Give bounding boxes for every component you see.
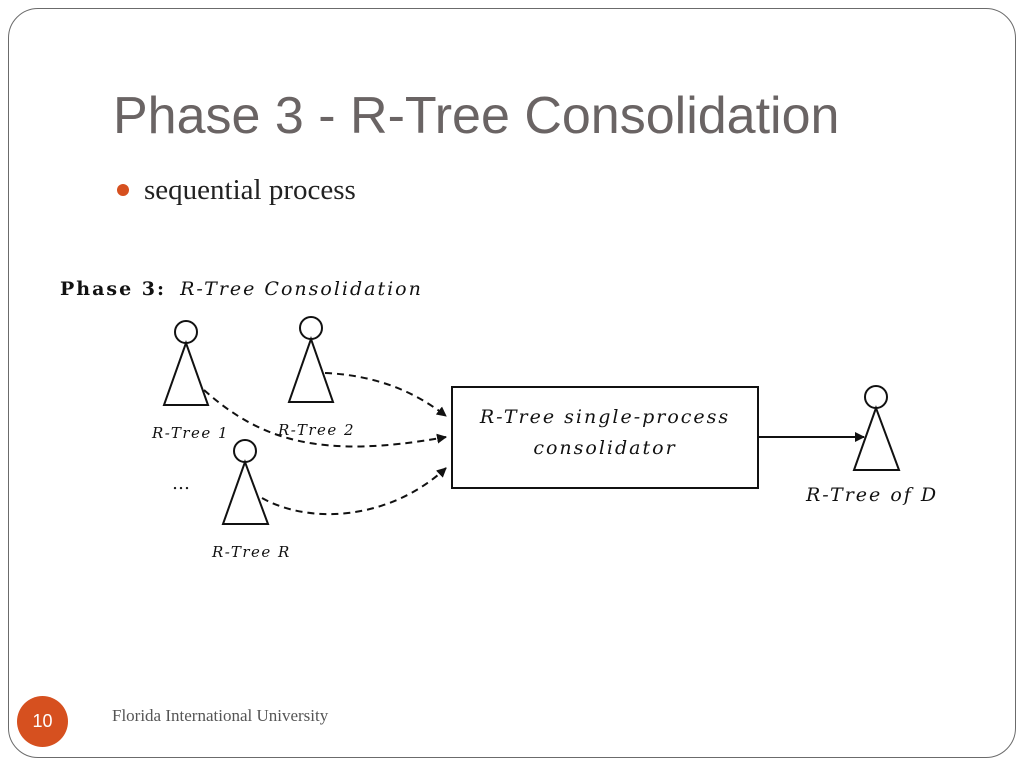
diagram-heading-italic: R-Tree Consolidation [179, 278, 423, 300]
dashed-arrow-rtree-r [261, 467, 447, 516]
tree-icon [852, 385, 901, 471]
ellipsis: … [172, 473, 190, 494]
dashed-arrow-rtree-1 [203, 389, 447, 448]
tree-icon [221, 439, 270, 525]
tree-icon [287, 316, 335, 403]
input-label-rtree-r: R-Tree R [211, 543, 291, 561]
input-label-rtree-1: R-Tree 1 [151, 424, 229, 442]
diagram-heading: Phase 3: R-Tree Consolidation [60, 278, 423, 300]
bullet-dot-icon [117, 184, 129, 196]
page-number-badge: 10 [17, 696, 68, 747]
output-label: R-Tree of D [805, 484, 938, 506]
bullet-item: sequential process [117, 170, 356, 210]
diagram-heading-bold: Phase 3: [60, 278, 166, 300]
consolidator-label-line1: R-Tree single-process [479, 406, 730, 428]
tree-icon [162, 320, 210, 406]
slide-frame [8, 8, 1016, 758]
footer-text: Florida International University [112, 706, 329, 725]
input-label-rtree-2: R-Tree 2 [277, 421, 355, 439]
consolidator-label-line2: consolidator [533, 437, 676, 459]
dashed-arrow-rtree-2 [324, 372, 447, 417]
consolidator-box [451, 386, 759, 489]
bullet-text: sequential process [144, 173, 356, 206]
slide-title: Phase 3 - R-Tree Consolidation [113, 87, 840, 145]
